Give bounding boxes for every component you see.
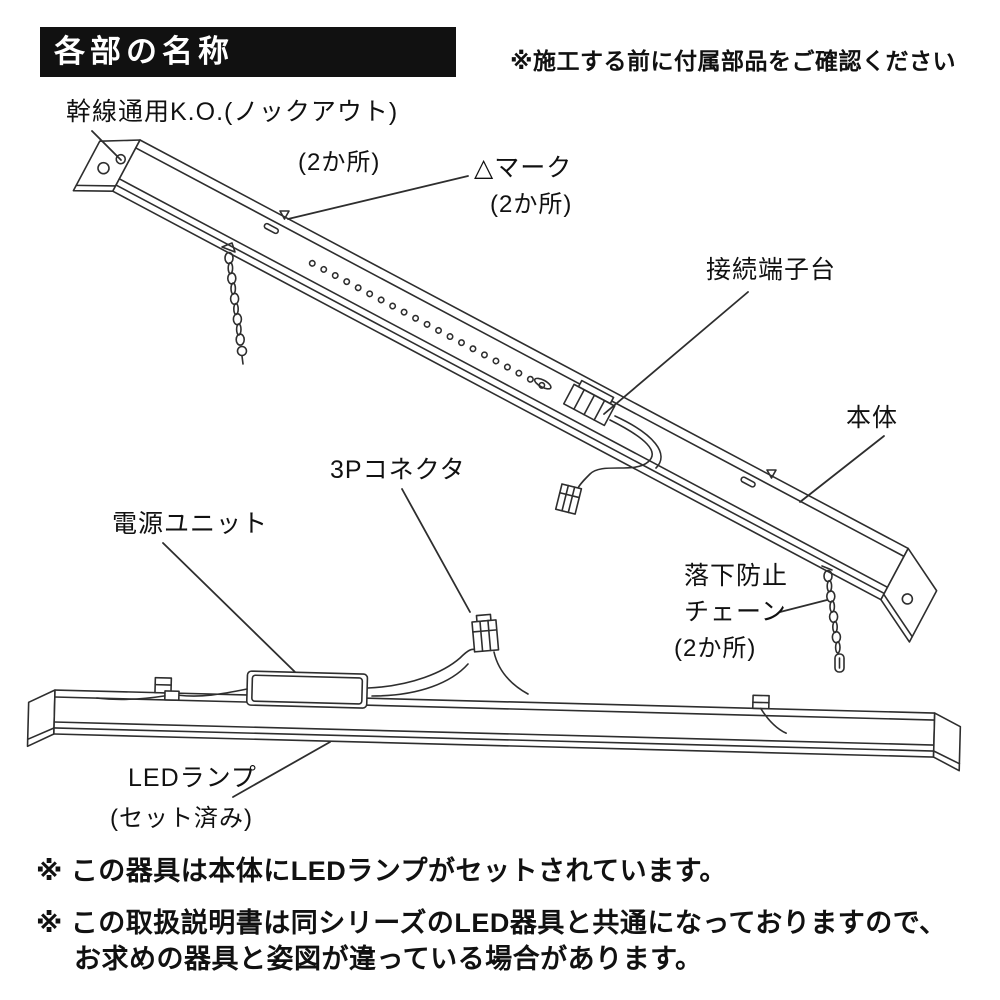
footnote-1: ※ この器具は本体にLEDランプがセットされています。	[36, 856, 727, 886]
power-unit-drawing	[245, 670, 369, 709]
left-wiring	[96, 688, 248, 702]
leader-knockout	[91, 130, 122, 161]
lamp-socket-right	[751, 694, 787, 734]
knockout-hole-3	[901, 593, 914, 605]
leader-3p-connector	[401, 488, 471, 613]
label-knockout-count: (2か所)	[298, 149, 381, 176]
label-chain-count: (2か所)	[674, 635, 757, 662]
label-chain-line1: 落下防止	[684, 562, 789, 590]
label-knockout: 幹線通用K.O.(ノックアウト)	[66, 98, 399, 126]
leader-power-unit	[162, 542, 296, 673]
label-power-unit: 電源ユニット	[112, 510, 269, 538]
label-led-lamp-sub: (セット済み)	[110, 805, 253, 832]
hanging-connector-drawing	[554, 483, 583, 515]
triangle-mark-1	[279, 210, 290, 220]
chain-right	[821, 565, 845, 673]
led-lamp-drawing	[26, 670, 962, 772]
knockout-hole-1	[115, 153, 127, 165]
chain-left	[221, 242, 248, 365]
label-triangle-count: (2か所)	[490, 191, 573, 218]
label-body: 本体	[846, 404, 899, 432]
page-title-text: 各部の名称	[54, 34, 234, 69]
knockout-hole-2	[97, 161, 110, 175]
main-body-drawing	[72, 139, 938, 643]
terminal-block-drawing	[562, 379, 616, 427]
label-chain-line2: チェーン	[684, 598, 787, 626]
footnote-2-line1: ※ この取扱説明書は同シリーズのLED器具と共通になっておりますので、	[36, 908, 947, 938]
install-notice: ※施工する前に付属部品をご確認ください	[510, 48, 956, 74]
leader-lines	[91, 130, 885, 798]
leader-led-lamp	[232, 741, 331, 798]
page-title: 各部の名称	[40, 27, 456, 77]
label-terminal-block: 接続端子台	[706, 256, 837, 284]
triangle-mark-2	[766, 469, 777, 479]
leader-chain	[779, 599, 828, 613]
leader-body	[799, 435, 885, 503]
leader-triangle-mark	[287, 175, 469, 220]
connector-cable	[367, 648, 529, 697]
leader-terminal-block	[603, 291, 749, 415]
footnote-2-line2: お求めの器具と姿図が違っている場合があります。	[74, 944, 703, 974]
label-led-lamp: LEDランプ	[128, 764, 257, 792]
vent-holes	[308, 259, 546, 389]
terminal-cable	[577, 415, 662, 489]
standing-connector-drawing	[471, 613, 500, 653]
label-3p-connector: 3Pコネクタ	[330, 456, 466, 484]
label-triangle-mark: △マーク	[474, 154, 573, 182]
right-end-cap	[880, 547, 938, 643]
lamp-socket-left	[154, 676, 173, 694]
